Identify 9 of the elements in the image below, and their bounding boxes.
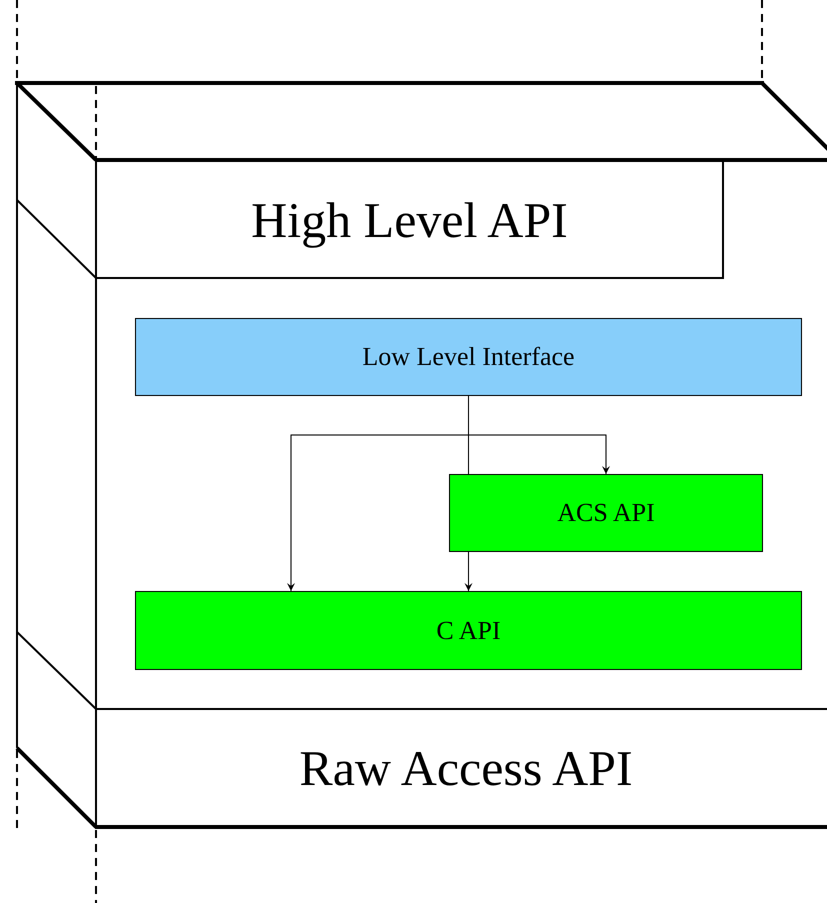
process-box: [135, 591, 802, 670]
process-box: [135, 318, 802, 396]
box-label: Low Level Interface: [362, 342, 575, 372]
layer-box: [95, 708, 827, 829]
box-label: ACS API: [557, 498, 655, 528]
box-label: High Level API: [251, 190, 568, 248]
box-label: C API: [436, 616, 501, 646]
process-box: [449, 474, 763, 552]
box-label: Raw Access API: [299, 738, 633, 796]
